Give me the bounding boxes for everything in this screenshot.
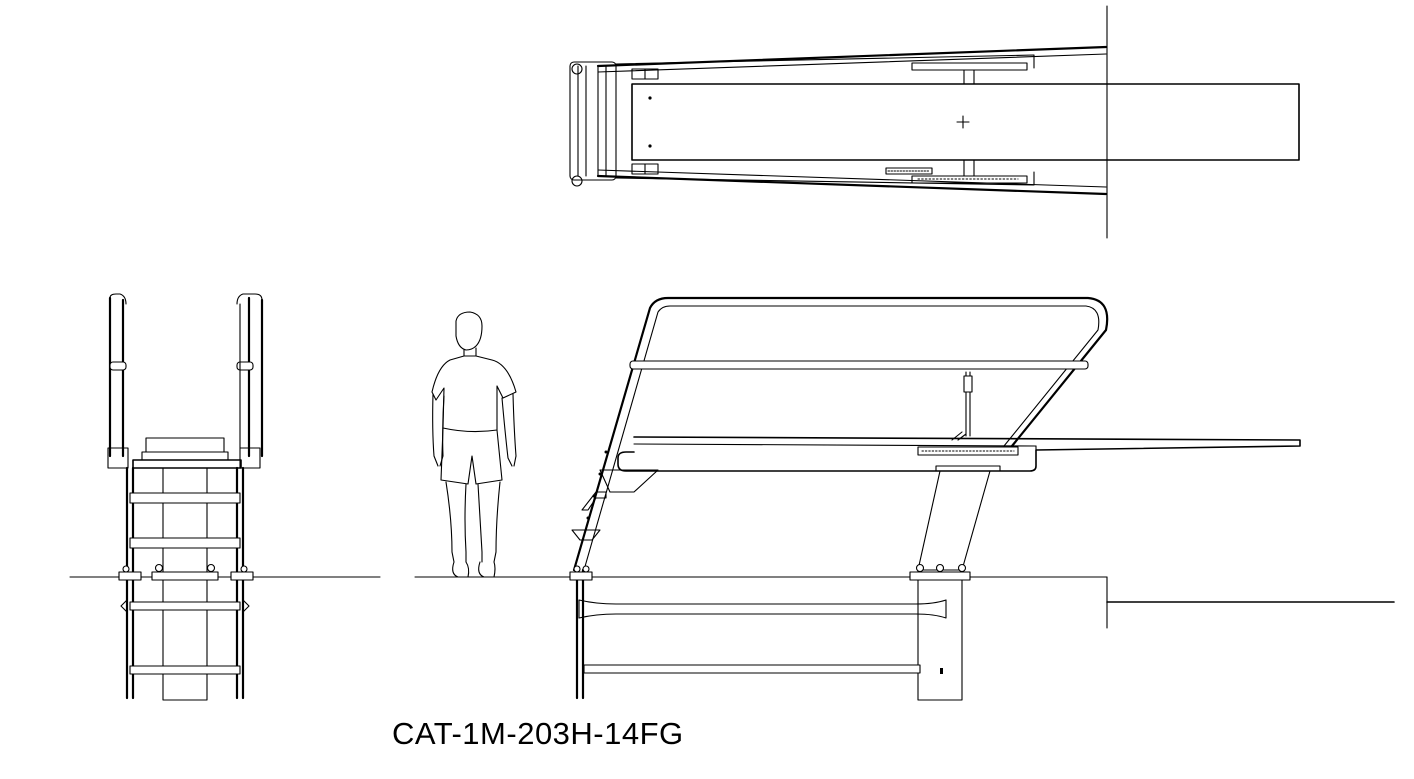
plan-center-mark — [956, 115, 970, 129]
figure-shorts — [440, 427, 503, 485]
front-ladder-rung — [129, 492, 241, 504]
front-elevation-view — [69, 293, 381, 701]
side-pedestal — [917, 470, 991, 571]
figure-head — [455, 311, 483, 351]
figure-torso — [431, 355, 517, 433]
figure-leg-right — [477, 481, 501, 563]
side-mid-rail — [629, 360, 1089, 370]
plan-fulcrum-bar-top — [911, 62, 1028, 71]
top-plan-view — [569, 5, 1300, 239]
front-handrail-left — [108, 296, 125, 458]
side-lower-crossbar — [578, 599, 947, 619]
side-elevation-view — [569, 296, 1395, 701]
front-board-end — [145, 437, 225, 453]
plan-adjuster-wheel — [885, 167, 933, 175]
side-pedestal-base — [917, 569, 963, 701]
front-handrail-right — [247, 296, 264, 458]
side-handrail-outer — [572, 296, 1109, 572]
front-support-column — [162, 467, 208, 701]
figure-arm-right — [501, 393, 517, 467]
front-ladder-rung — [129, 537, 241, 549]
front-ladder-rail-left — [125, 466, 135, 700]
plan-handrail-top — [596, 45, 1108, 68]
plan-frame — [615, 54, 1035, 186]
figure-leg-left — [445, 481, 467, 563]
front-ladder-rail-right — [235, 466, 245, 700]
side-ladder-rail — [575, 568, 585, 700]
plan-handrail-bottom — [596, 174, 1108, 196]
model-code-label: CAT-1M-203H-14FG — [392, 716, 684, 751]
front-base-plate — [151, 571, 219, 581]
plan-ladder-end — [569, 61, 617, 181]
side-hinge-bracket — [599, 469, 659, 493]
